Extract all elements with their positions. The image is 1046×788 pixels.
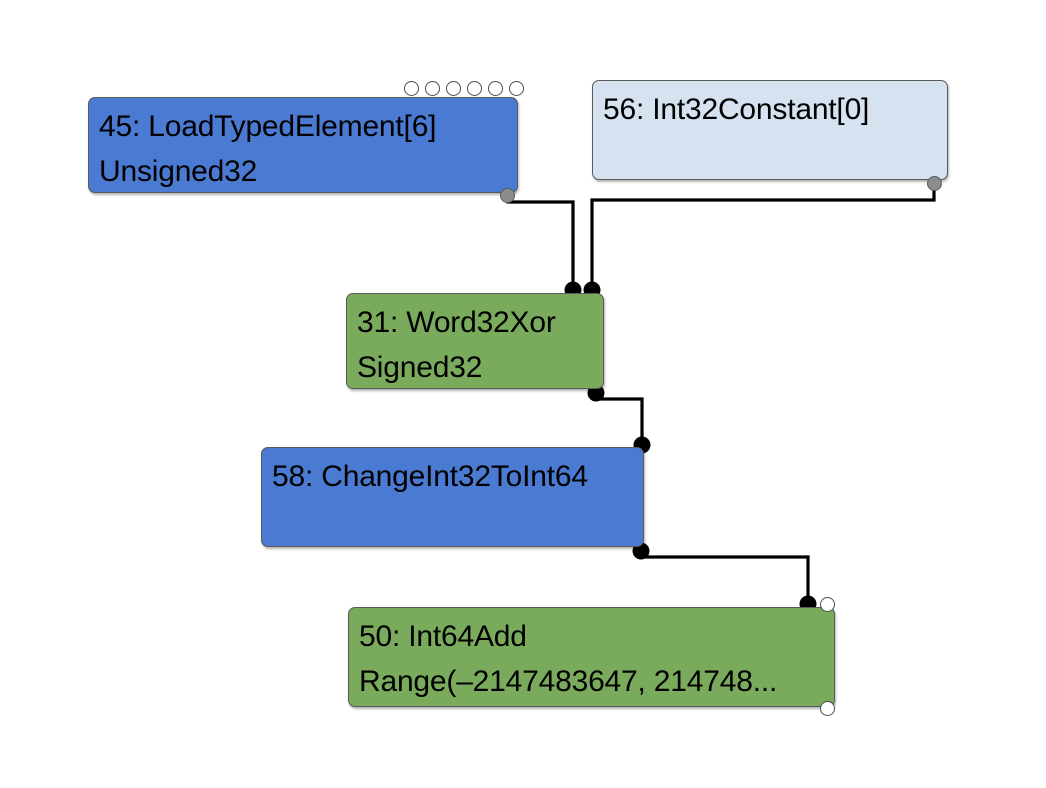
node-45-input-port-4[interactable] xyxy=(488,81,503,96)
node-31-word32xor[interactable]: 31: Word32Xor Signed32 xyxy=(346,293,604,389)
node-31-title: 31: Word32Xor xyxy=(357,306,556,339)
node-56-output-port[interactable] xyxy=(927,176,942,191)
node-56-subtitle xyxy=(603,132,937,177)
node-56-int32constant[interactable]: 56: Int32Constant[0] xyxy=(592,80,948,180)
node-45-input-port-1[interactable] xyxy=(425,81,440,96)
node-58-changeint32toint64[interactable]: 58: ChangeInt32ToInt64 xyxy=(261,447,644,547)
edge-45-to-31 xyxy=(506,196,582,299)
node-45-input-port-2[interactable] xyxy=(446,81,461,96)
edge-56-to-31 xyxy=(583,183,936,299)
node-50-input-port-1[interactable] xyxy=(820,597,835,612)
node-45-title: 45: LoadTypedElement[6] xyxy=(99,110,437,143)
edge-58-to-50 xyxy=(639,551,817,613)
node-50-subtitle: Range(–2147483647, 214748... xyxy=(359,665,778,698)
node-50-title: 50: Int64Add xyxy=(359,620,527,653)
node-50-output-port[interactable] xyxy=(820,701,835,716)
node-56-title: 56: Int32Constant[0] xyxy=(603,93,870,126)
node-45-input-port-3[interactable] xyxy=(467,81,482,96)
node-31-subtitle: Signed32 xyxy=(357,351,483,384)
edge-31-to-58 xyxy=(594,393,651,454)
node-58-title: 58: ChangeInt32ToInt64 xyxy=(272,460,588,493)
node-45-input-port-0[interactable] xyxy=(404,81,419,96)
node-45-loadtypedelement[interactable]: 45: LoadTypedElement[6] Unsigned32 xyxy=(88,97,518,193)
node-45-output-port[interactable] xyxy=(500,188,515,203)
node-58-subtitle xyxy=(272,499,633,544)
node-45-subtitle: Unsigned32 xyxy=(99,155,258,188)
node-50-int64add[interactable]: 50: Int64Add Range(–2147483647, 214748..… xyxy=(348,607,835,707)
node-45-input-port-5[interactable] xyxy=(509,81,524,96)
